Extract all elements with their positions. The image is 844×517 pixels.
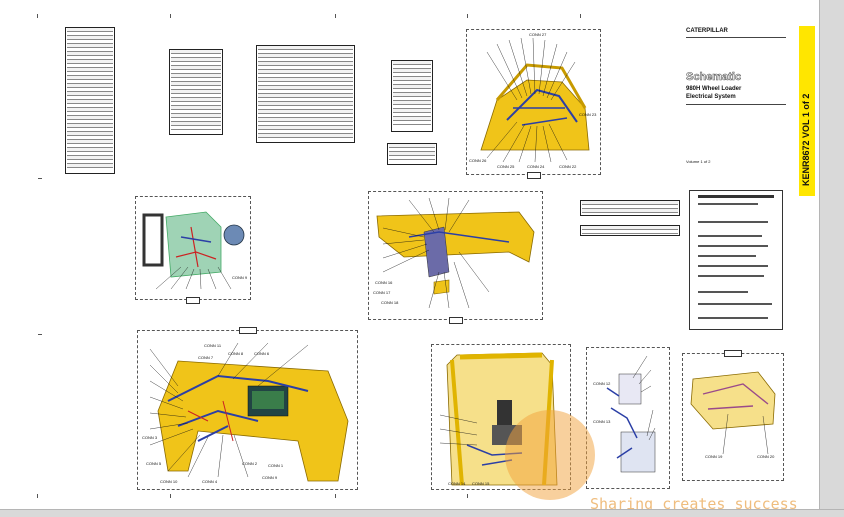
crop-mark — [335, 494, 336, 498]
conn-label: CONN 7 — [198, 355, 214, 360]
engine-illustration — [142, 211, 245, 290]
crop-mark — [170, 494, 171, 498]
panel-frame: CONN 11 CONN 8 CONN 6 CONN 7 CONN 2 CONN… — [137, 327, 358, 490]
conn-label: CONN 13 — [593, 419, 611, 424]
conn-label: CONN 10 — [160, 479, 178, 484]
conn-label: CONN 9 — [232, 275, 248, 280]
legend-row — [698, 255, 756, 257]
panel-canopy: CONN 19 CONN 20 — [682, 350, 784, 481]
conn-label: CONN 19 — [705, 454, 723, 459]
panel-top-cab: CONN 27 CONN 23 CONN 26 CONN 25 CONN 24 … — [466, 29, 601, 179]
conn-label: CONN 25 — [497, 164, 515, 169]
volume-footnote: Volume 1 of 2 — [686, 159, 711, 164]
legend-row — [698, 265, 768, 267]
crop-mark — [467, 494, 468, 498]
crop-mark — [38, 334, 42, 335]
view-label — [448, 317, 463, 324]
crop-mark — [37, 14, 38, 18]
conn-label: CONN 4 — [202, 479, 218, 484]
crop-mark — [467, 14, 468, 18]
crop-mark — [580, 14, 581, 18]
conn-label: CONN 2 — [242, 461, 258, 466]
legend-row — [698, 245, 768, 247]
conn-label: CONN 11 — [204, 343, 222, 348]
legend-row — [698, 317, 768, 319]
title-rule — [686, 37, 786, 38]
conn-label: CONN 16 — [375, 280, 393, 285]
conn-label: CONN 17 — [373, 290, 391, 295]
document-title: Schematic — [686, 71, 742, 84]
conn-label: CONN 8 — [228, 351, 244, 356]
panel-engine: CONN 9 — [135, 196, 251, 304]
conn-label: CONN 18 — [381, 300, 399, 305]
conn-label: CONN 15 — [472, 481, 490, 486]
view-label — [526, 172, 541, 179]
frame-illustration — [149, 342, 349, 482]
legend-row — [698, 221, 768, 223]
vertical-scrollbar[interactable] — [819, 0, 844, 517]
canopy-illustration — [690, 371, 776, 455]
symbol-table — [387, 143, 437, 165]
conn-label: CONN 24 — [527, 164, 545, 169]
volume-bar — [799, 26, 815, 196]
watermark-tagline: Sharing creates success — [590, 495, 798, 513]
caterpillar-logo: CATERPILLAR — [686, 28, 728, 34]
wire-table-1 — [65, 27, 115, 174]
legend-row — [698, 235, 762, 237]
view-label — [186, 297, 200, 304]
legend-row — [698, 291, 748, 293]
volume-label: KENR8672 VOL 1 of 2 — [801, 93, 811, 186]
conn-label: CONN 12 — [593, 381, 611, 386]
crop-mark — [38, 178, 42, 179]
legend-row — [698, 303, 772, 305]
watermark-logo-icon — [505, 410, 595, 500]
roof-illustration — [376, 197, 535, 309]
crop-mark — [37, 494, 38, 498]
crop-mark — [170, 14, 171, 18]
legend-row — [698, 203, 758, 205]
system-name: Electrical System — [686, 94, 736, 100]
connector-table — [391, 60, 433, 132]
legend-row — [698, 275, 764, 277]
component-table — [256, 45, 355, 143]
conn-label: CONN 20 — [757, 454, 775, 459]
wire-table-2 — [169, 49, 223, 135]
module-illustration — [606, 355, 656, 473]
legend-row — [698, 195, 774, 198]
symbol-legend — [689, 190, 783, 330]
conn-label: CONN 23 — [579, 112, 597, 117]
harness-table-1 — [580, 200, 680, 216]
conn-label: CONN 27 — [529, 32, 547, 37]
conn-label: CONN 9 — [262, 475, 278, 480]
harness-table-2 — [580, 225, 680, 236]
crop-mark — [335, 14, 336, 18]
conn-label: CONN 14 — [448, 481, 466, 486]
panel-roof: CONN 16 CONN 17 CONN 18 — [368, 191, 543, 324]
conn-label: CONN 1 — [268, 463, 284, 468]
title-rule — [686, 104, 786, 105]
conn-label: CONN 22 — [559, 164, 577, 169]
conn-label: CONN 26 — [469, 158, 487, 163]
panel-module: CONN 12 CONN 13 — [586, 347, 670, 489]
horizontal-scrollbar[interactable] — [0, 509, 844, 517]
conn-label: CONN 3 — [142, 435, 158, 440]
machine-top-cab-illustration — [480, 37, 590, 163]
conn-label: CONN 6 — [254, 351, 270, 356]
view-title — [238, 327, 257, 334]
schematic-sheet: CONN 27 CONN 23 CONN 26 CONN 25 CONN 24 … — [37, 14, 815, 513]
conn-label: CONN 5 — [146, 461, 162, 466]
view-title — [724, 350, 742, 357]
machine-name: 980H Wheel Loader — [686, 86, 742, 92]
